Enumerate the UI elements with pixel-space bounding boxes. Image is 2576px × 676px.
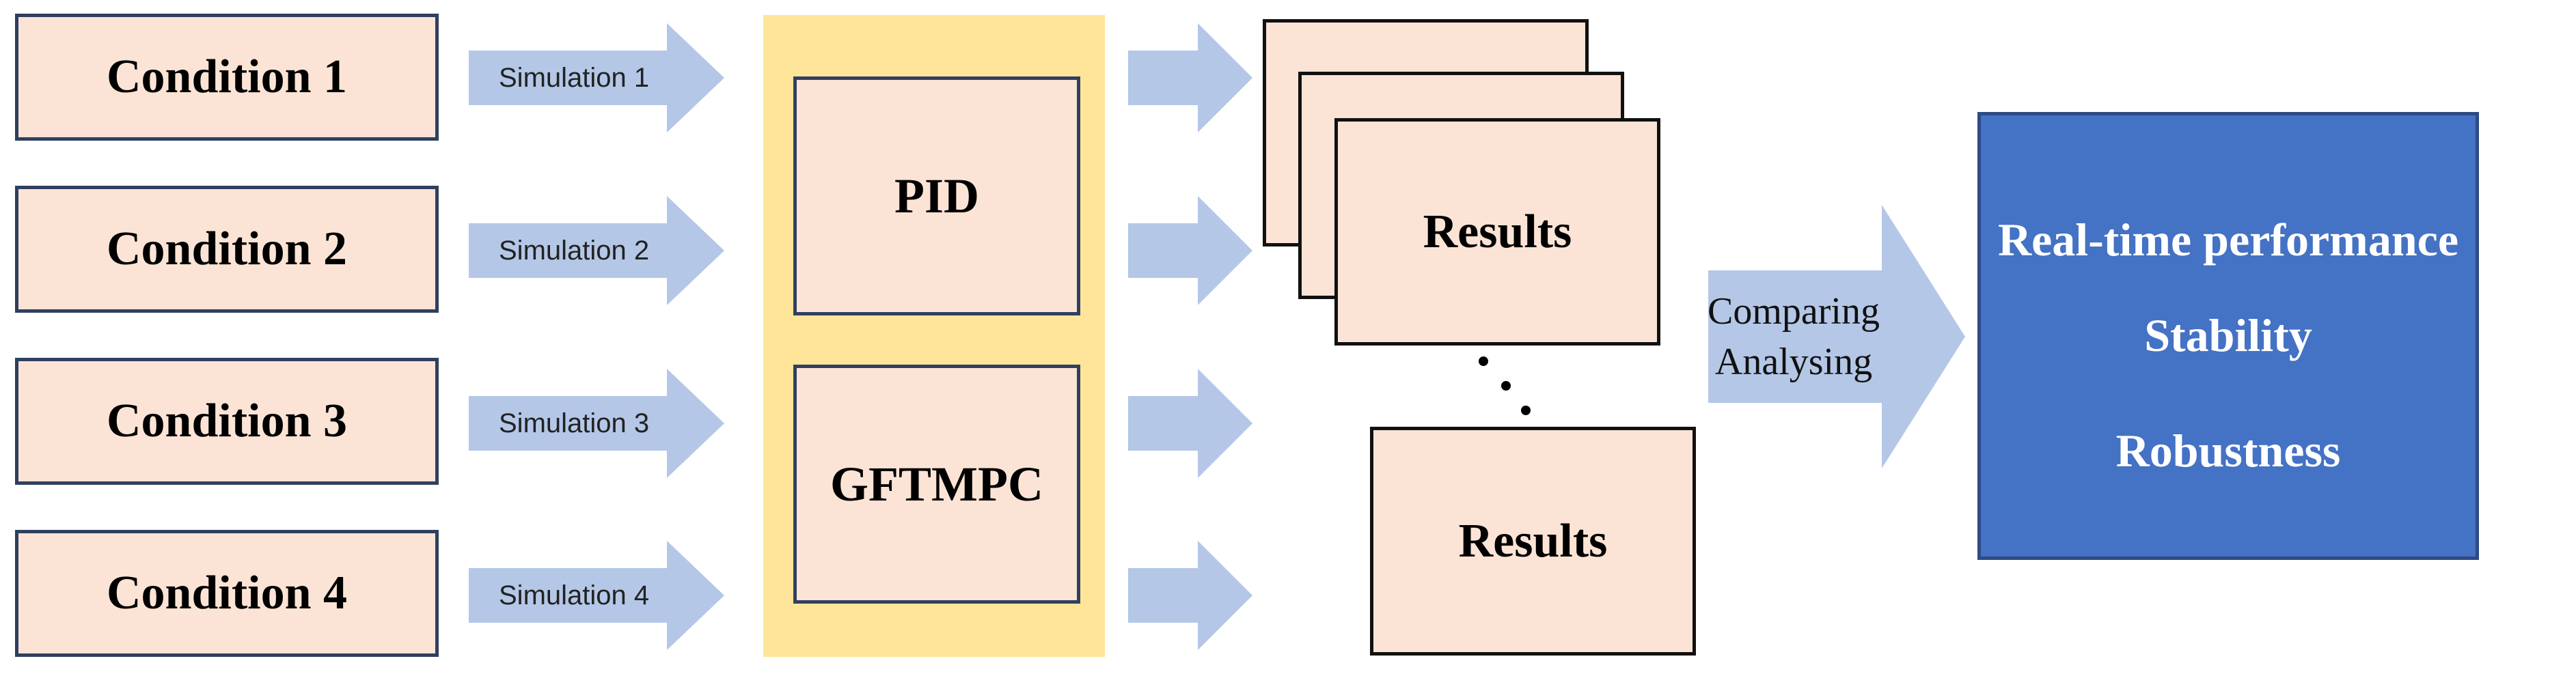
result-box-top: Results [1334,118,1660,346]
metric-robustness: Robustness [2115,425,2341,477]
comparing-text: Comparing [1708,290,1880,333]
controller-box-gftmpc: GFTMPC [793,365,1080,604]
output-arrow-3 [1128,369,1252,478]
output-arrow-2 [1128,196,1252,305]
simulation-arrow-4: Simulation 4 [469,541,724,650]
output-arrow-1 [1128,23,1252,132]
result-box-last: Results [1370,427,1696,656]
condition-box-1: Condition 1 [15,14,439,141]
simulation-label-4: Simulation 4 [499,580,650,610]
analysing-text: Analysing [1714,341,1873,383]
ellipsis-dot-3 [1521,406,1531,415]
output-arrow-4 [1128,541,1252,650]
simulation-label-3: Simulation 3 [499,408,650,438]
controller-box-pid: PID [793,76,1080,315]
simulation-arrow-3: Simulation 3 [469,369,724,478]
ellipsis-dot-2 [1501,381,1511,391]
comparing-label: Comparing Analysing [1708,285,1880,388]
condition-box-2: Condition 2 [15,186,439,313]
metric-stability: Stability [2144,309,2312,361]
performance-metrics-box: Real-time performance Stability Robustne… [1977,112,2479,560]
comparing-arrow [1708,205,1965,468]
condition-box-4: Condition 4 [15,530,439,657]
simulation-arrow-1: Simulation 1 [469,23,724,132]
ellipsis-dot-1 [1479,356,1488,366]
simulation-label-2: Simulation 2 [499,235,650,266]
metric-real-time-performance: Real-time performance [1997,214,2459,266]
simulation-label-1: Simulation 1 [499,62,650,93]
condition-box-3: Condition 3 [15,358,439,485]
simulation-arrow-2: Simulation 2 [469,196,724,305]
